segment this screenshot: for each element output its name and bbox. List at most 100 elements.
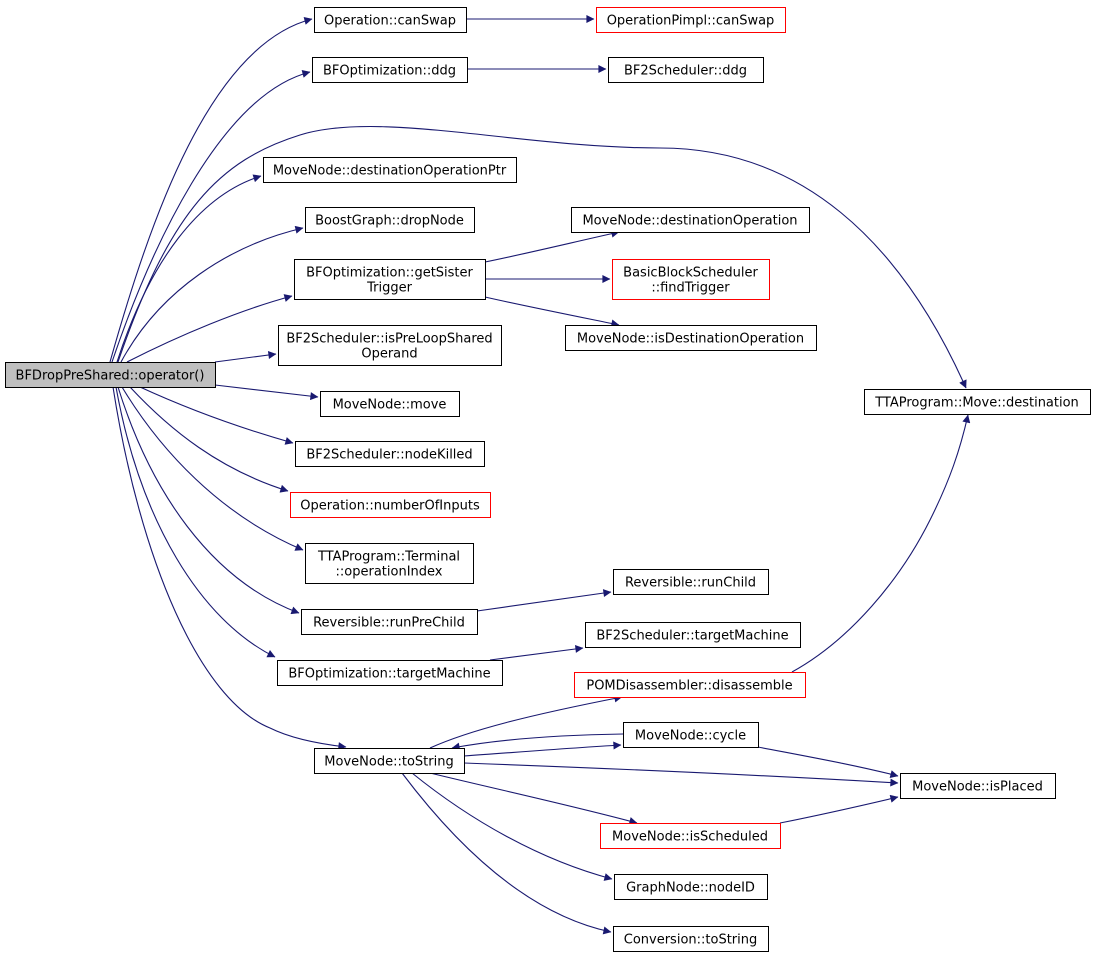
node-label: MoveNode::isScheduled	[612, 830, 768, 845]
edge-root-to-tta_term_opindex	[121, 386, 304, 551]
node-rev-runprechild[interactable]: Reversible::runPreChild	[301, 609, 478, 635]
node-box	[294, 259, 486, 300]
node-tta-move-dest[interactable]: TTAProgram::Move::destination	[864, 389, 1091, 415]
node-box	[320, 391, 460, 417]
node-label: ::operationIndex	[336, 565, 443, 580]
node-op-numinputs[interactable]: Operation::numberOfInputs	[290, 492, 491, 518]
edge-root-to-mn_destopptr	[116, 174, 262, 363]
edge-arrow	[476, 589, 612, 612]
node-label: MoveNode::destinationOperation	[582, 214, 797, 229]
edge-arrow	[112, 386, 347, 751]
node-mn-isdestop[interactable]: MoveNode::isDestinationOperation	[565, 325, 817, 351]
edge-mn_isscheduled-to-mn_isplaced	[779, 794, 899, 824]
edge-root-to-op_canswap	[109, 17, 313, 363]
edge-arrow	[463, 741, 622, 757]
node-label: MoveNode::move	[333, 398, 447, 413]
edge-arrow	[484, 296, 620, 328]
node-bbs-findtrigger[interactable]: BasicBlockScheduler::findTrigger	[612, 259, 770, 300]
node-gn-nodeid[interactable]: GraphNode::nodeID	[614, 874, 768, 900]
edge-arrow	[117, 125, 967, 389]
node-label: Operand	[361, 347, 417, 362]
edge-arrow	[484, 229, 620, 263]
edge-root-to-bfo_ddg	[111, 70, 311, 363]
edge-mn_tostring-to-gn_nodeid	[411, 772, 613, 881]
node-label: Conversion::toString	[624, 933, 758, 948]
edge-arrow	[214, 351, 277, 363]
node-box	[571, 207, 810, 233]
edge-root-to-bf2_nodekilled	[139, 386, 294, 445]
edge-root-to-bfo_getsister	[126, 294, 293, 363]
edge-root-to-tta_move_dest	[117, 125, 967, 389]
edge-mn_cycle-to-mn_tostring	[451, 733, 624, 751]
node-root[interactable]: BFDropPreShared::operator()	[5, 362, 216, 388]
edge-mn_cycle-to-mn_isplaced	[757, 746, 899, 778]
node-box	[314, 7, 467, 33]
node-box	[574, 672, 806, 698]
node-mn-cycle[interactable]: MoveNode::cycle	[623, 722, 759, 748]
node-box	[600, 823, 781, 849]
node-label: Operation::canSwap	[324, 14, 456, 29]
node-box	[623, 722, 759, 748]
edge-bfo_getsister-to-mn_destop	[484, 229, 620, 263]
edge-bfo_getsister-to-mn_isdestop	[484, 296, 620, 328]
edge-bfo_targetmachine-to-bf2_targetmachine	[489, 644, 584, 661]
node-label: Reversible::runChild	[625, 576, 756, 591]
nodes-layer: BFDropPreShared::operator() Operation::ca…	[5, 7, 1091, 952]
node-box	[5, 362, 216, 388]
node-rev-runchild[interactable]: Reversible::runChild	[613, 569, 769, 595]
node-label: GraphNode::nodeID	[626, 881, 755, 896]
edge-pom_disassemble-to-tta_move_dest	[791, 414, 971, 673]
node-bf2-nodekilled[interactable]: BF2Scheduler::nodeKilled	[295, 441, 485, 467]
node-box	[864, 389, 1091, 415]
node-box	[263, 157, 517, 183]
node-box	[277, 660, 503, 686]
node-label: MoveNode::isDestinationOperation	[577, 332, 804, 347]
node-label: BoostGraph::dropNode	[315, 214, 464, 229]
node-mn-tostring[interactable]: MoveNode::toString	[314, 748, 465, 774]
node-bg-dropnode[interactable]: BoostGraph::dropNode	[305, 207, 475, 233]
node-bf2-ddg[interactable]: BF2Scheduler::ddg	[608, 57, 764, 83]
edge-arrow	[429, 694, 623, 749]
node-box	[614, 874, 768, 900]
node-box	[278, 325, 502, 366]
node-label: MoveNode::destinationOperationPtr	[273, 164, 507, 179]
edges-layer	[109, 15, 971, 935]
node-mn-move[interactable]: MoveNode::move	[320, 391, 460, 417]
node-tta-term-opindex[interactable]: TTAProgram::Terminal::operationIndex	[305, 543, 474, 584]
node-box	[585, 622, 801, 648]
node-mn-destop[interactable]: MoveNode::destinationOperation	[571, 207, 810, 233]
edge-arrow	[115, 386, 276, 658]
node-mn-isplaced[interactable]: MoveNode::isPlaced	[900, 773, 1056, 799]
edge-arrow	[463, 762, 899, 787]
node-label: BF2Scheduler::targetMachine	[596, 629, 788, 644]
edge-arrow	[120, 225, 304, 363]
node-mn-destopptr[interactable]: MoveNode::destinationOperationPtr	[263, 157, 517, 183]
node-pom-disassemble[interactable]: POMDisassembler::disassemble	[574, 672, 806, 698]
node-box	[900, 773, 1056, 799]
node-conv-tostring[interactable]: Conversion::toString	[613, 926, 769, 952]
edge-mn_tostring-to-pom_disassemble	[429, 694, 623, 749]
node-label: POMDisassembler::disassemble	[586, 679, 792, 694]
edge-arrow	[121, 386, 304, 551]
node-bfo-targetmachine[interactable]: BFOptimization::targetMachine	[277, 660, 503, 686]
edge-mn_tostring-to-mn_isplaced	[463, 762, 899, 787]
node-label: BFOptimization::getSister	[306, 266, 473, 281]
edge-arrow	[429, 772, 638, 825]
edge-root-to-mn_tostring	[112, 386, 347, 751]
edge-arrow	[139, 386, 294, 445]
edge-arrow	[117, 386, 300, 615]
node-bf2-targetmachine[interactable]: BF2Scheduler::targetMachine	[585, 622, 801, 648]
node-bfo-ddg[interactable]: BFOptimization::ddg	[312, 57, 468, 83]
node-op-canswap[interactable]: Operation::canSwap	[314, 7, 467, 33]
node-opp-canswap[interactable]: OperationPimpl::canSwap	[596, 7, 786, 33]
node-mn-isscheduled[interactable]: MoveNode::isScheduled	[600, 823, 781, 849]
node-label: BF2Scheduler::nodeKilled	[306, 448, 472, 463]
node-box	[312, 57, 468, 83]
node-label: BFDropPreShared::operator()	[16, 369, 205, 384]
edge-arrow	[757, 746, 899, 778]
node-label: MoveNode::isPlaced	[912, 780, 1043, 795]
edge-arrow	[779, 794, 899, 824]
